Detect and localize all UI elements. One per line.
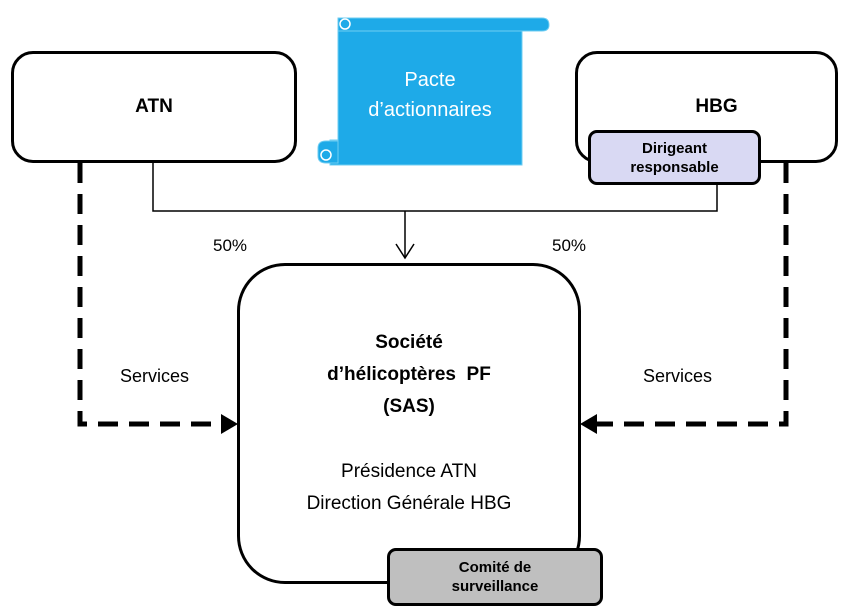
scroll-text: Pacte d’actionnaires bbox=[338, 40, 522, 150]
dirigeant-tag-line-2: responsable bbox=[630, 158, 719, 176]
atn-box bbox=[11, 51, 297, 163]
scroll-shape bbox=[317, 17, 550, 166]
ownership-line-right bbox=[405, 185, 718, 212]
company-title: Société d’hélicoptères PF (SAS) bbox=[237, 325, 581, 425]
ownership-arrowhead bbox=[395, 243, 415, 260]
company-details: Présidence ATN Direction Générale HBG bbox=[237, 456, 581, 520]
comite-tag: Comité de surveillance bbox=[387, 548, 603, 606]
share-left: 50% bbox=[213, 236, 248, 255]
hbg-label: HBG bbox=[695, 96, 738, 117]
services-label-right: Services bbox=[643, 366, 713, 386]
scroll-bottom-roll bbox=[317, 140, 339, 164]
scroll-text-line-1: Pacte bbox=[404, 69, 456, 91]
ownership-line-left bbox=[152, 163, 405, 212]
services-arrowhead-right bbox=[580, 414, 597, 434]
dirigeant-tag-line-1: Dirigeant bbox=[641, 139, 707, 157]
company-title-line-2: d’hélicoptères PF bbox=[327, 364, 491, 385]
company-detail-line-2: Direction Générale HBG bbox=[306, 493, 512, 514]
share-right: 50% bbox=[552, 236, 587, 255]
scroll-top-roll bbox=[337, 17, 550, 32]
company-title-line-3: (SAS) bbox=[383, 396, 435, 417]
services-arrow-left bbox=[77, 163, 228, 427]
comite-tag-line-2: surveillance bbox=[451, 578, 539, 595]
services-arrowhead-left bbox=[221, 414, 238, 434]
company-detail-line-1: Présidence ATN bbox=[341, 461, 477, 482]
company-title-line-1: Société bbox=[375, 332, 443, 353]
scroll-text-line-2: d’actionnaires bbox=[368, 99, 492, 121]
services-label-left: Services bbox=[120, 366, 190, 386]
atn-label: ATN bbox=[135, 96, 173, 117]
comite-tag-line-1: Comité de bbox=[458, 559, 532, 576]
company-box bbox=[237, 263, 581, 584]
services-arrow-right bbox=[595, 163, 789, 427]
dirigeant-tag: Dirigeant responsable bbox=[588, 130, 761, 185]
